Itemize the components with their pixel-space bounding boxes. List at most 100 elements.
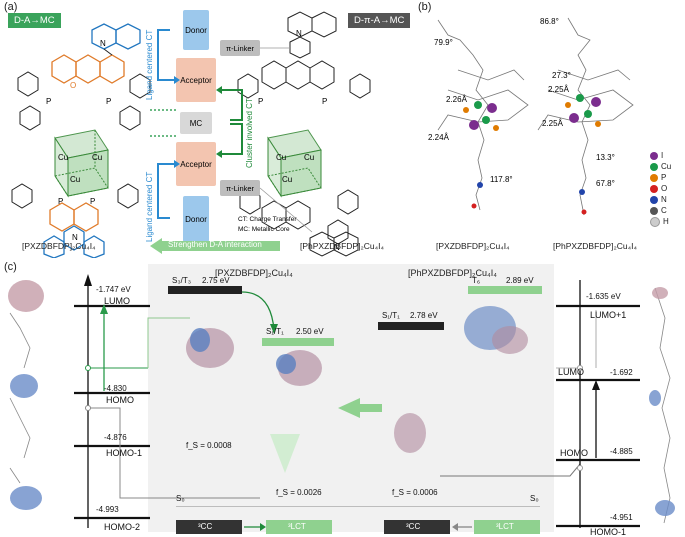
ligand-ct-bottom-label: Ligand centered CT (145, 172, 154, 242)
angle-67-8: 67.8° (596, 179, 615, 188)
i-atom-a1 (469, 120, 479, 130)
s1t1-right-label: S₁/T₁ (382, 311, 400, 320)
s3t3-energy: 2.75 eV (202, 276, 230, 285)
atom-n-4: N (334, 243, 340, 252)
legend-n-icon (650, 195, 658, 204)
left-homo-energy: -4.830 (104, 384, 127, 393)
right-lumo-label: LUMO (558, 367, 585, 377)
atom-n-3: N (296, 29, 302, 38)
box-3lct-right (474, 520, 540, 534)
right-homo-energy: -4.885 (610, 447, 633, 456)
legend-p: P (650, 172, 671, 183)
center-right-title: [PhPXZDBFDP]₂Cu₄I₄ (408, 268, 497, 278)
dist-2-25-b: 2.25Å (542, 119, 564, 128)
name-left: [PXZDBFDP]₂Cu₄I₄ (22, 241, 96, 251)
o-atom-b1 (581, 209, 587, 215)
atom-cu-2: Cu (92, 153, 102, 162)
right-homo-label: HOMO (560, 448, 588, 458)
left-homo1-label: HOMO-1 (106, 448, 142, 458)
panel-c-label: (c) (4, 261, 17, 273)
legend-p-icon (650, 173, 658, 182)
panel-a-diagram: P P Cu Cu Cu P P N O N Cu Cu Cu P P N N … (11, 10, 371, 258)
p-atom-b1 (565, 102, 571, 108)
t6-energy: 2.89 eV (506, 276, 534, 285)
legend-o-icon (650, 184, 658, 193)
linker-top: π-Linker (226, 44, 255, 53)
atom-cu-5: Cu (304, 153, 314, 162)
acceptor-top: Acceptor (180, 76, 212, 85)
legend-mc: MC: Metallic Core (238, 226, 290, 233)
donor-bottom: Donor (185, 215, 207, 224)
donor-top: Donor (185, 26, 207, 35)
left-orbital-images (8, 280, 44, 510)
legend-cu: Cu (650, 161, 671, 172)
legend-ct: CT: Charge Transfer (238, 216, 297, 223)
box-3cc-left-label: ³CC (198, 522, 213, 531)
dist-2-26: 2.26Å (446, 95, 468, 104)
left-homo-label: HOMO (106, 395, 134, 405)
ligand-ct-top-label: Ligand centered CT (145, 30, 154, 100)
box-3lct-left-label: ³LCT (288, 522, 306, 531)
level-s1t1-right (378, 322, 444, 330)
box-3cc-right (384, 520, 450, 534)
level-s3t3-left (168, 286, 242, 294)
angle-79-9: 79.9° (434, 38, 453, 47)
cu-atom-a1 (474, 101, 482, 109)
panel-b-structures: 79.9° 86.8° 27.3° 2.26Å 2.24Å 2.25Å 2.25… (428, 17, 634, 216)
legend-h: H (650, 216, 671, 227)
panel-b-label: (b) (418, 1, 432, 13)
atom-cu-4: Cu (276, 153, 286, 162)
structure-left (437, 19, 529, 211)
atom-cu-3: Cu (70, 175, 80, 184)
atom-o-1: O (70, 81, 76, 90)
legend-cu-icon (650, 162, 658, 171)
p-atom-a2 (493, 125, 499, 131)
panel-c-energy-diagram (8, 274, 675, 534)
box-3cc-right-label: ³CC (406, 522, 421, 531)
i-atom-a2 (487, 103, 497, 113)
left-homo2-energy: -4.993 (96, 505, 119, 514)
linker-bottom: π-Linker (226, 184, 255, 193)
central-ct-flow: Donor π-Linker Acceptor MC Acceptor π-Li… (150, 10, 313, 242)
right-homo1-energy: -4.951 (610, 513, 633, 522)
n-atom-a1 (477, 182, 483, 188)
left-homo2-label: HOMO-2 (104, 522, 140, 532)
legend-i: I (650, 150, 671, 161)
s0-right: S₀ (530, 494, 539, 503)
s1t1-left-label: S₁/T₁ (266, 327, 284, 336)
acceptor-bottom: Acceptor (180, 160, 212, 169)
atom-cu-1: Cu (58, 153, 68, 162)
atom-p-6: P (322, 97, 327, 106)
dist-2-25-a: 2.25Å (548, 85, 570, 94)
right-orbital-images (649, 287, 675, 524)
tag-d-pi-a-mc: D-π-A→MC (348, 13, 411, 28)
atom-p-2: P (106, 97, 111, 106)
atom-p-3: P (58, 197, 63, 206)
right-lumo1-label: LUMO+1 (590, 310, 627, 320)
t6-label: T₆ (472, 276, 481, 285)
legend-n: N (650, 194, 671, 205)
box-3cc-left (176, 520, 242, 534)
strengthen-label: Strengthen D-A interaction (168, 240, 262, 249)
p-atom-b2 (595, 121, 601, 127)
atom-p-1: P (46, 97, 51, 106)
cu-atom-b1 (576, 94, 584, 102)
left-lumo-energy: -1.747 eV (96, 285, 131, 294)
panel-b-caption-right: [PhPXZDBFDP]₂Cu₄I₄ (553, 241, 637, 251)
mc-box: MC (190, 119, 203, 128)
s1t1-left-energy: 2.50 eV (296, 327, 324, 336)
tag-d-a-mc: D-A→MC (8, 13, 61, 28)
left-lumo-label: LUMO (104, 296, 131, 306)
o-atom-a1 (471, 203, 477, 209)
right-molecule-structure (237, 11, 371, 257)
box-3lct-right-label: ³LCT (496, 522, 514, 531)
cu-atom-b2 (584, 110, 592, 118)
atom-n-1: N (100, 39, 106, 48)
angle-13-3: 13.3° (596, 153, 615, 162)
cu-atom-a2 (482, 116, 490, 124)
panel-b-caption-left: [PXZDBFDP]₂Cu₄I₄ (436, 241, 510, 251)
name-right: [PhPXZDBFDP]₂Cu₄I₄ (300, 241, 384, 251)
legend-c-icon (650, 206, 658, 215)
strengthen-arrow (150, 238, 280, 254)
legend-i-icon (650, 151, 658, 160)
